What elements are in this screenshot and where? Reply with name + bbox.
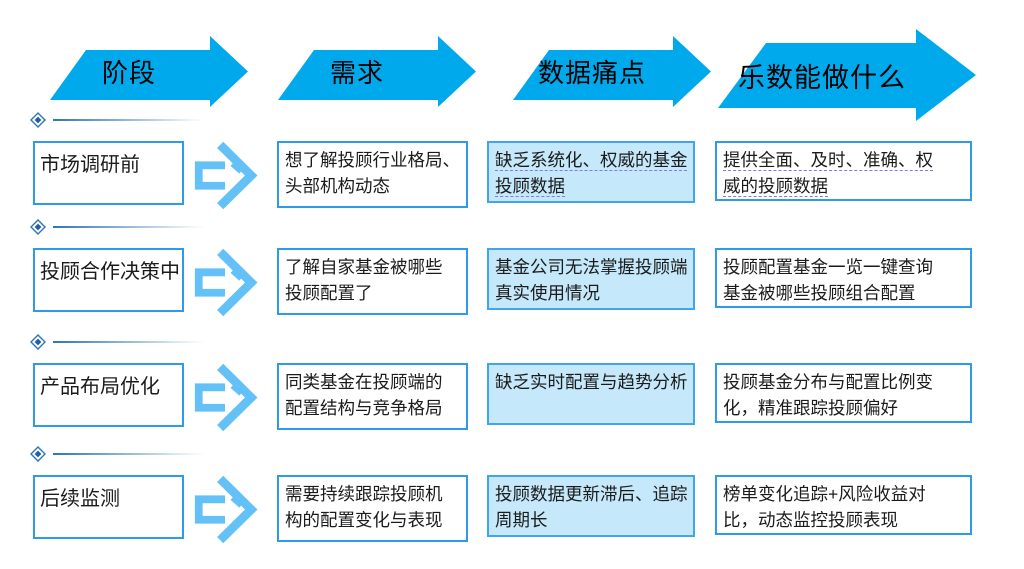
hollow-arrow-right-icon — [194, 248, 258, 317]
pain-point-box: 基金公司无法掌握投顾端 真实使用情况 — [487, 248, 695, 310]
header-arrow-solution: 乐数能做什么 — [718, 28, 978, 122]
banner-arrow-icon — [278, 36, 476, 107]
stage-label: 后续监测 — [40, 488, 120, 510]
need-box: 想了解投顾行业格局、 头部机构动态 — [277, 141, 468, 208]
bullet-line — [53, 453, 206, 455]
stage-label: 投顾合作决策中 — [40, 261, 180, 283]
need-box: 了解自家基金被哪些 投顾配置了 — [277, 248, 468, 315]
solution-box: 投顾配置基金一览一键查询 基金被哪些投顾组合配置 — [715, 248, 972, 308]
solution-label: 榜单变化追踪+风险收益对 比，动态监控投顾表现 — [723, 484, 926, 530]
solution-label: 投顾配置基金一览一键查询 基金被哪些投顾组合配置 — [723, 257, 933, 303]
stage-label: 产品布局优化 — [40, 376, 160, 398]
banner-arrow-icon — [718, 29, 976, 121]
pain-point-box: 缺乏系统化、权威的基金 投顾数据 — [487, 141, 695, 203]
need-label: 同类基金在投顾端的 配置结构与竞争格局 — [285, 372, 443, 418]
banner-arrow-icon — [513, 36, 711, 107]
header-arrow-need: 需求 — [278, 33, 476, 110]
header-label-solution: 乐数能做什么 — [738, 62, 906, 93]
solution-label: 投顾基金分布与配置比例变 化，精准跟踪投顾偏好 — [723, 372, 933, 418]
bullet-line — [53, 341, 206, 343]
header-arrow-pain: 数据痛点 — [513, 33, 711, 110]
bullet-line — [53, 226, 206, 228]
need-label: 想了解投顾行业格局、 头部机构动态 — [285, 150, 460, 196]
diamond-bullet — [30, 446, 206, 462]
diamond-bullet — [30, 112, 206, 128]
diamond-icon — [30, 219, 46, 235]
process-row: 后续监测 需要持续跟踪投顾机 构的配置变化与表现 投顾数据更新滞后、追踪 周期长… — [0, 446, 1024, 547]
solution-label: 提供全面、及时、准确、权 威的投顾数据 — [723, 150, 933, 196]
hollow-arrow-right-icon — [194, 475, 258, 544]
header-label-pain: 数据痛点 — [537, 58, 646, 88]
pain-point-label: 基金公司无法掌握投顾端 真实使用情况 — [495, 257, 688, 303]
hollow-arrow-right-icon — [194, 363, 258, 432]
header-label-need: 需求 — [329, 58, 384, 88]
need-box: 需要持续跟踪投顾机 构的配置变化与表现 — [277, 475, 468, 542]
stage-box: 市场调研前 — [33, 141, 184, 205]
stage-box: 投顾合作决策中 — [33, 248, 184, 312]
stage-box: 后续监测 — [33, 475, 184, 539]
process-row: 市场调研前 想了解投顾行业格局、 头部机构动态 缺乏系统化、权威的基金 投顾数据… — [0, 112, 1024, 213]
pain-point-box: 缺乏实时配置与趋势分析 — [487, 363, 695, 425]
need-box: 同类基金在投顾端的 配置结构与竞争格局 — [277, 363, 468, 430]
diamond-bullet — [30, 334, 206, 350]
diamond-bullet — [30, 219, 206, 235]
banner-arrow-icon — [50, 36, 248, 107]
need-label: 了解自家基金被哪些 投顾配置了 — [285, 257, 443, 303]
process-row: 产品布局优化 同类基金在投顾端的 配置结构与竞争格局 缺乏实时配置与趋势分析 投… — [0, 334, 1024, 435]
stage-box: 产品布局优化 — [33, 363, 184, 427]
solution-box: 提供全面、及时、准确、权 威的投顾数据 — [715, 141, 972, 201]
need-label: 需要持续跟踪投顾机 构的配置变化与表现 — [285, 484, 443, 530]
diamond-icon — [30, 446, 46, 462]
pain-point-label: 投顾数据更新滞后、追踪 周期长 — [495, 484, 688, 530]
solution-box: 投顾基金分布与配置比例变 化，精准跟踪投顾偏好 — [715, 363, 972, 423]
bullet-line — [53, 119, 206, 121]
stage-label: 市场调研前 — [40, 154, 140, 176]
hollow-arrow-right-icon — [194, 141, 258, 210]
diamond-icon — [30, 112, 46, 128]
diamond-icon — [30, 334, 46, 350]
header-arrow-stage: 阶段 — [50, 33, 248, 110]
pain-point-label: 缺乏实时配置与趋势分析 — [495, 372, 688, 392]
pain-point-box: 投顾数据更新滞后、追踪 周期长 — [487, 475, 695, 537]
pain-point-label: 缺乏系统化、权威的基金 投顾数据 — [495, 150, 688, 196]
process-row: 投顾合作决策中 了解自家基金被哪些 投顾配置了 基金公司无法掌握投顾端 真实使用… — [0, 219, 1024, 320]
solution-box: 榜单变化追踪+风险收益对 比，动态监控投顾表现 — [715, 475, 972, 535]
header-label-stage: 阶段 — [101, 58, 156, 88]
